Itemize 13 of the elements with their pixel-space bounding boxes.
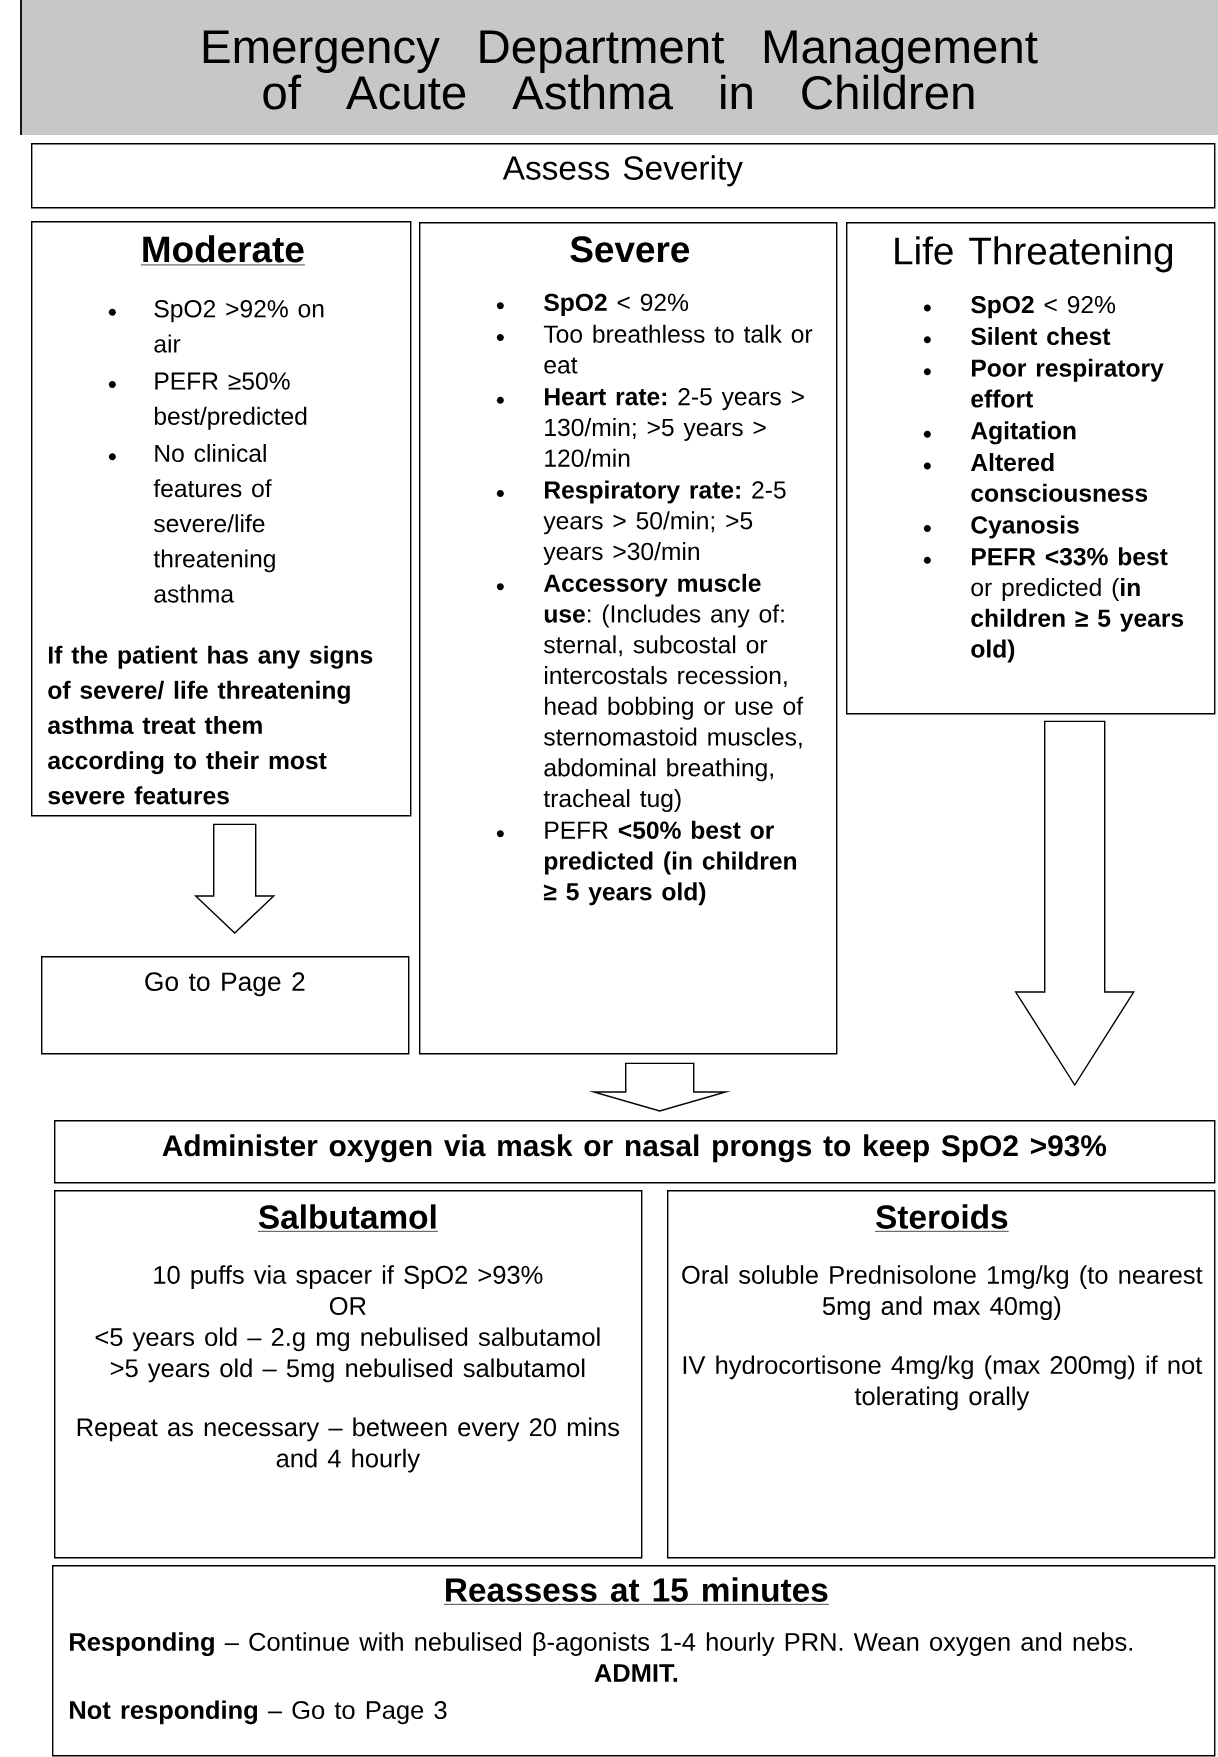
reassess-box: Reassess at 15 minutes Responding – Continue with nebulised β-agonists 1-4 hourly PRN. Wean oxygen and nebs. ADMIT. Not responding – Go to Page 3 xyxy=(52,1565,1216,1757)
block-arrow xyxy=(1014,720,1135,1087)
header-box: Assess Severity xyxy=(31,143,1216,209)
title-banner: Emergency Department Management of Acute Asthma in Children xyxy=(20,0,1218,136)
treatment-box: Steroids Oral soluble Prednisolone 1mg/kg (to nearest 5mg and max 40mg) IV hydrocortisone 4mg/kg (max 200mg) if not tolerating orally xyxy=(667,1190,1216,1559)
block-arrow xyxy=(193,823,276,934)
severity-box: Severe SpO2 < 92% Too breathless to talk or eat Heart rate: 2-5 years > 130/min; >5 years > 120/min Respiratory rate: 2-5 years > 50/min; >5 years >30/min Accessory muscle use: (Includes any of: sternal, subcostal or intercostals recession, head bobbing or use of sternomastoid muscles, abdominal breathing, tracheal tug) PEFR <50% best or predicted (in children ≥ 5 years old) xyxy=(419,222,838,1055)
instruction-box: Administer oxygen via mask or nasal prongs to keep SpO2 >93% xyxy=(54,1120,1216,1184)
severity-box: Life Threatening SpO2 < 92% Silent chest Poor respiratory effort Agitation Altered consciousness Cyanosis PEFR <33% best or predicted (in children ≥ 5 years old) xyxy=(846,222,1216,715)
treatment-box: Salbutamol 10 puffs via spacer if SpO2 >93% OR <5 years old – 2.g mg nebulised salbutamol >5 years old – 5mg nebulised salbutamol Repeat as necessary – between every 20 mins and 4 hourly xyxy=(54,1190,643,1559)
block-arrow xyxy=(588,1062,731,1112)
instruction-box: Go to Page 2 xyxy=(41,956,410,1055)
severity-box: Moderate SpO2 >92% on air PEFR ≥50% best/predicted No clinical features of severe/life threatening asthma If the patient has any signs of severe/ life threatening asthma treat them according to their most severe features xyxy=(31,221,412,817)
